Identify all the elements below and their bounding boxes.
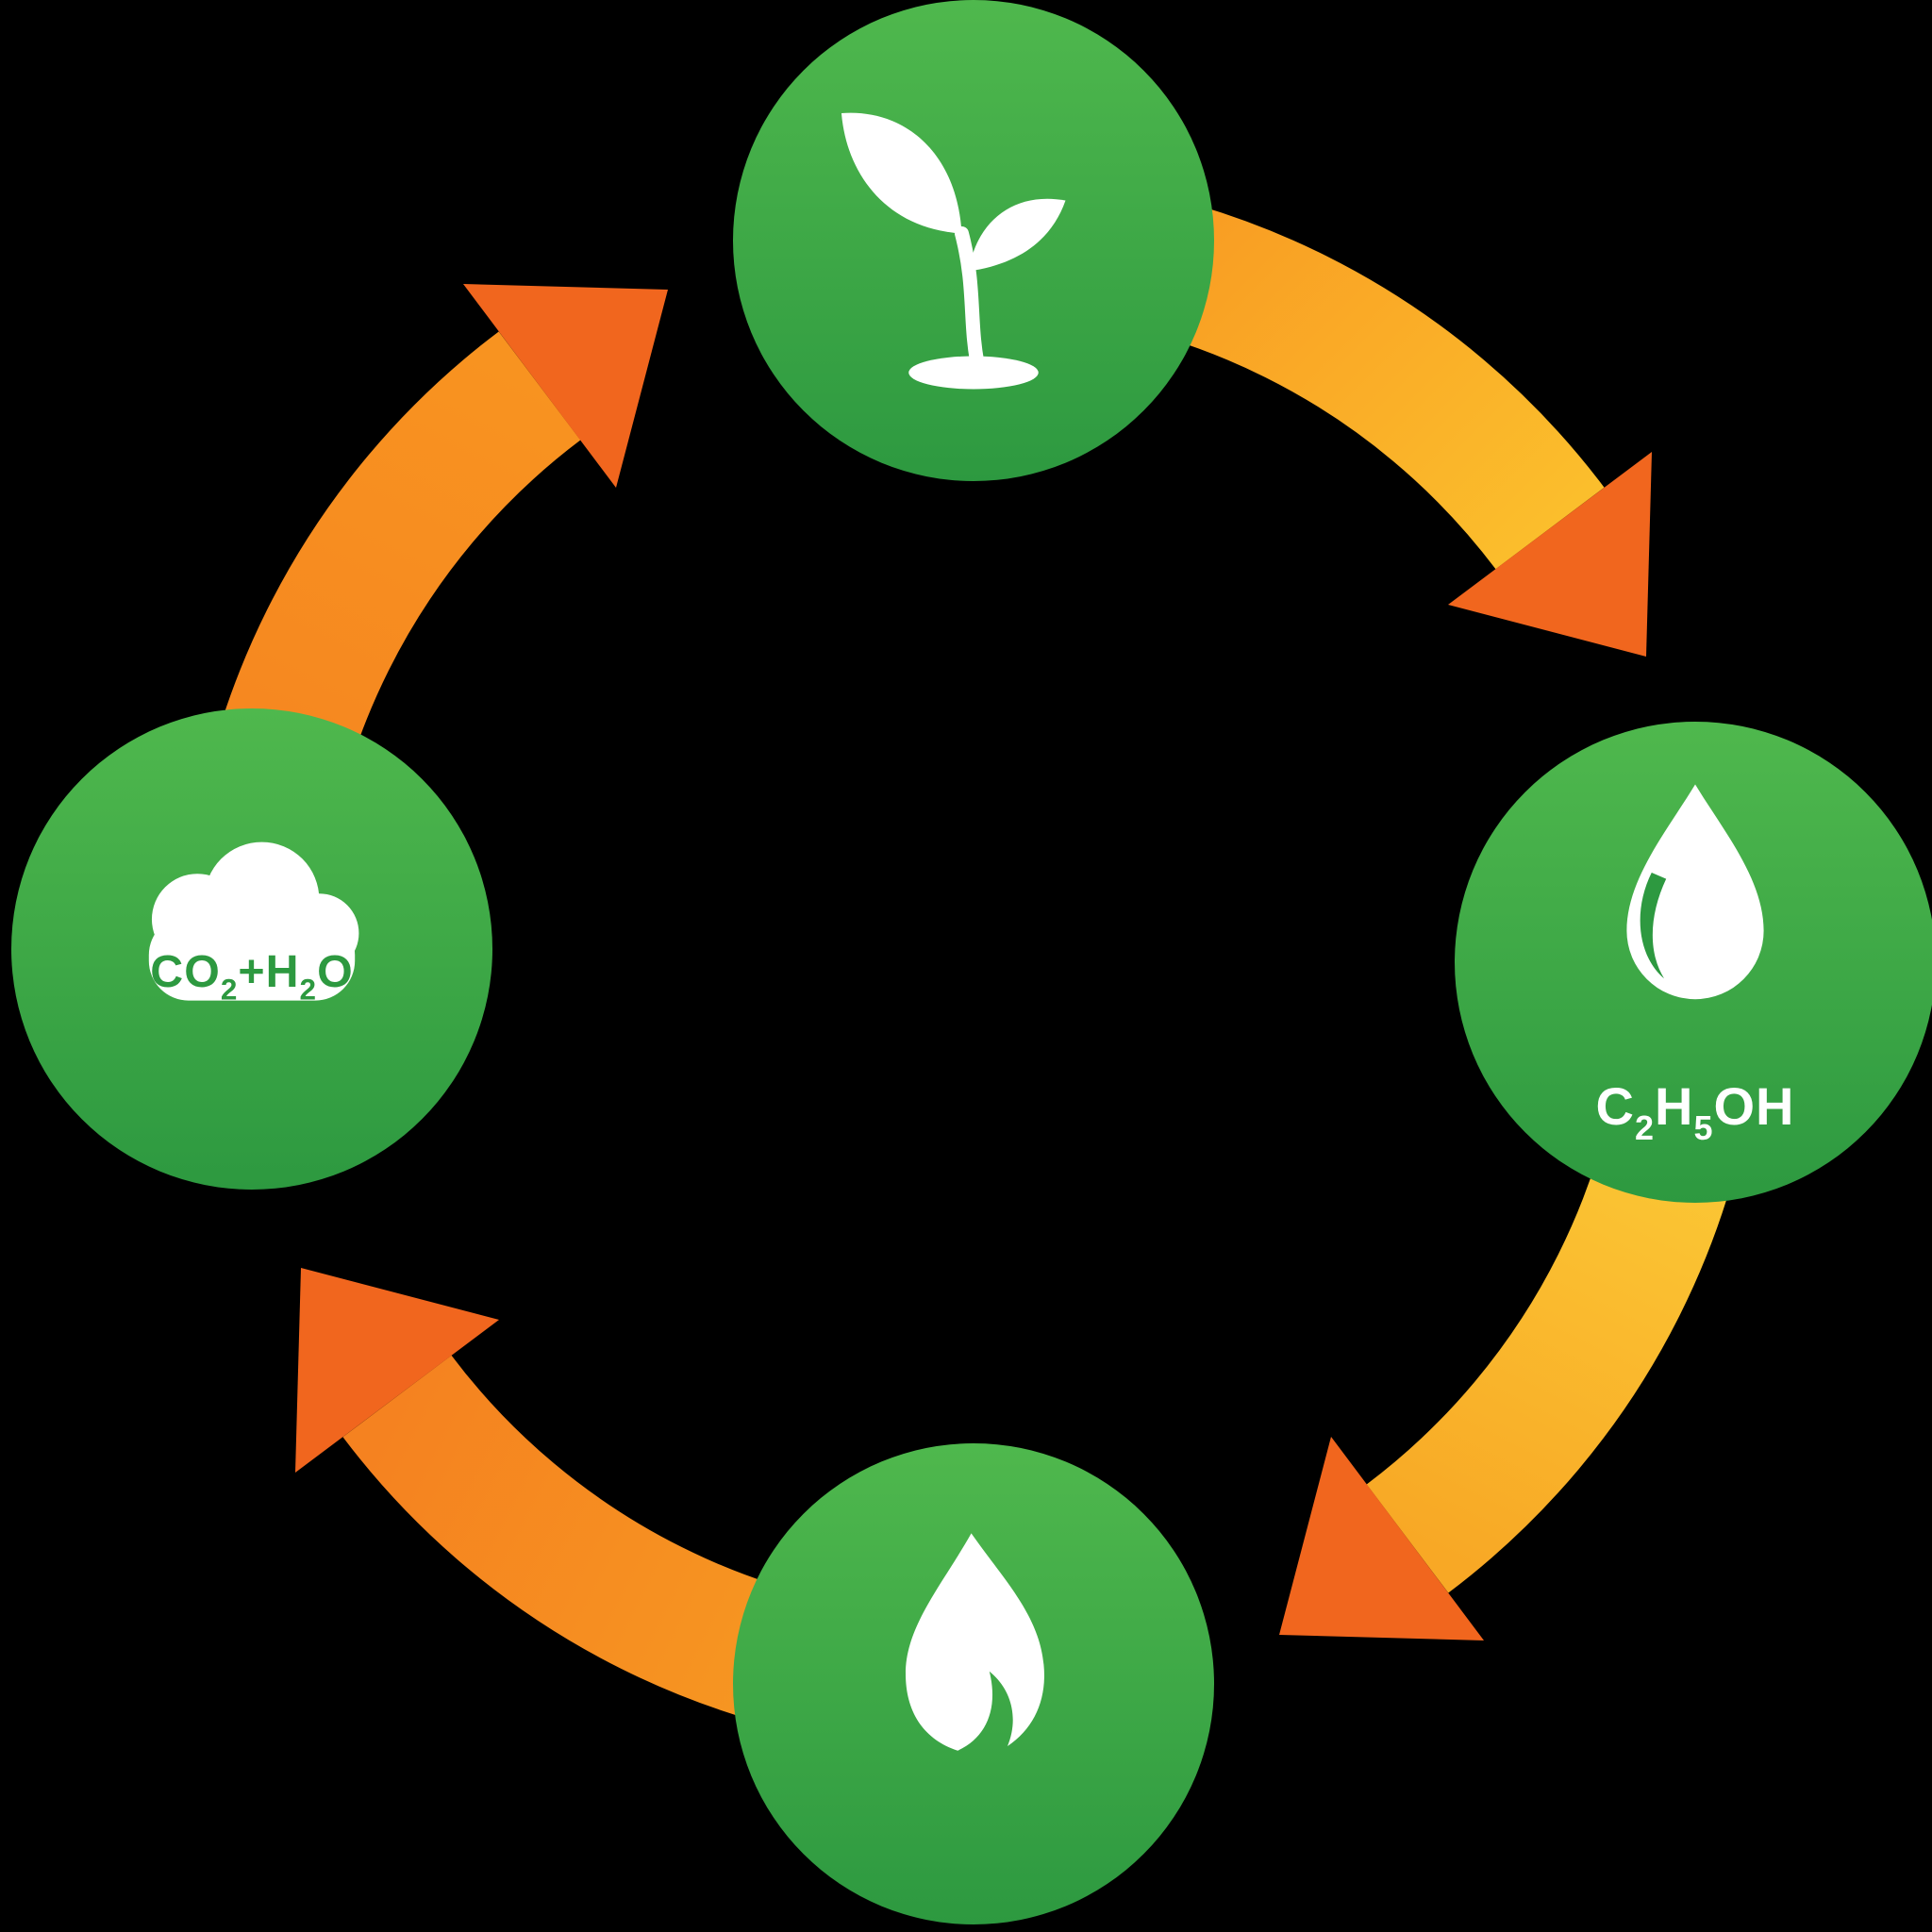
node-emissions: CO2+H2O (11, 708, 492, 1190)
arrowhead-to-emissions-icon (295, 1268, 499, 1473)
plant-sprout-icon (841, 112, 1066, 390)
node-plant (733, 0, 1214, 481)
formula-part: CO (150, 946, 221, 997)
arrowhead-to-combustion-icon (1279, 1437, 1484, 1641)
water-drop-icon (1626, 784, 1764, 1000)
formula-part-sub: 2 (1635, 1108, 1655, 1147)
node-ethanol: C2H5OH (1455, 722, 1932, 1203)
formula-part-sub: 2 (300, 973, 318, 1007)
formula-part: OH (1713, 1076, 1794, 1136)
cloud-icon: CO2+H2O (148, 841, 359, 1007)
arrowhead-to-ethanol-icon (1448, 452, 1652, 657)
emissions-formula: CO2+H2O (150, 946, 353, 1007)
formula-part: C (1596, 1076, 1635, 1136)
formula-part: H (1655, 1076, 1693, 1136)
node-combustion (733, 1443, 1214, 1924)
flame-icon (906, 1533, 1044, 1751)
formula-part: +H (238, 946, 299, 997)
formula-part-sub: 5 (1693, 1108, 1713, 1147)
formula-part: O (317, 946, 354, 997)
formula-part-sub: 2 (221, 973, 239, 1007)
ethanol-formula: C2H5OH (1596, 1076, 1795, 1147)
node-plant-circle (733, 0, 1214, 481)
arrowhead-to-plant-icon (463, 284, 668, 488)
